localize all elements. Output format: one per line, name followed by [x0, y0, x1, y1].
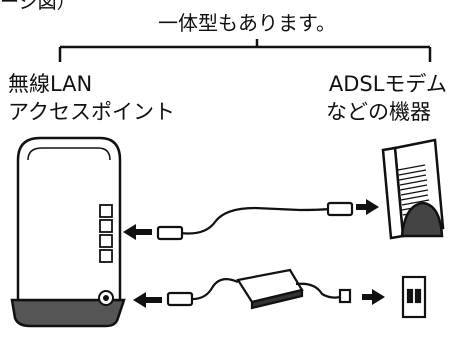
- ac-adapter-icon: [166, 268, 352, 310]
- integrated-note: 一体型もあります。: [158, 11, 336, 35]
- modem-label-line2: などの機器: [326, 100, 431, 124]
- arrow-icon: [123, 199, 385, 308]
- access-point-label-line2: アクセスポイント: [8, 100, 175, 124]
- modem-label-line1: ADSLモデム: [328, 72, 447, 96]
- caption-fragment: ージ図）: [0, 0, 76, 13]
- adsl-modem-icon: [381, 138, 445, 240]
- lan-cable-icon: [156, 201, 354, 241]
- wireless-lan-access-point-icon: [10, 136, 126, 328]
- bracket-connector: [58, 39, 432, 62]
- access-point-label-line1: 無線LAN: [8, 72, 93, 96]
- wall-outlet-icon: [401, 275, 427, 319]
